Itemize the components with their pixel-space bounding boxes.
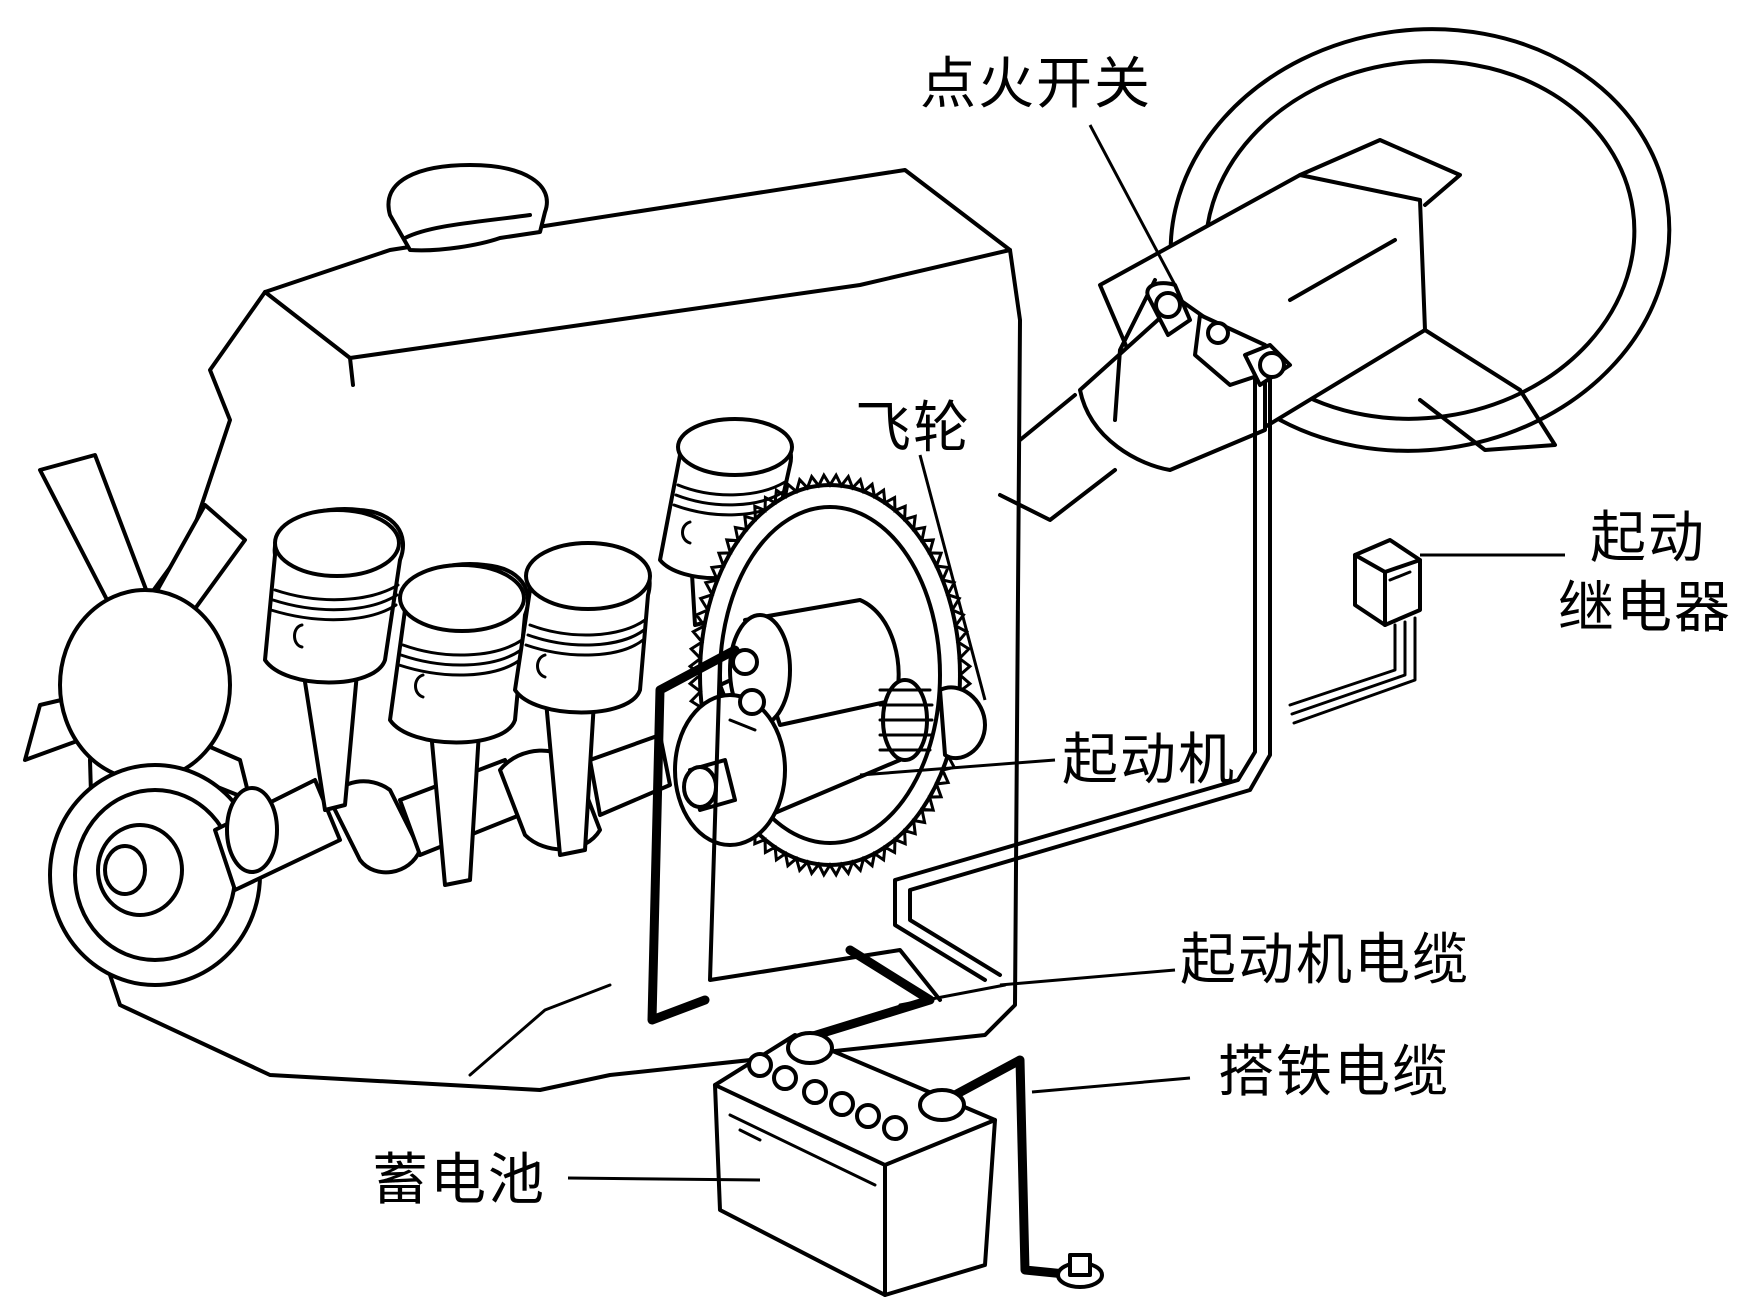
leader-starter — [859, 758, 1056, 777]
label-starter: 起动机 — [1062, 728, 1236, 793]
flywheel-ring-gear-teeth — [687, 472, 973, 878]
leader-battery — [567, 1176, 761, 1182]
starter-relay — [1353, 538, 1422, 627]
starter-motor — [673, 598, 987, 847]
leader-lines — [567, 124, 1565, 1182]
label-flywheel: 飞轮 — [855, 396, 971, 461]
crank-pulley — [48, 763, 262, 987]
piston-3 — [513, 541, 652, 857]
piston-1 — [263, 507, 406, 812]
wiring — [647, 376, 1417, 1280]
leader-ground-cable — [1031, 1076, 1191, 1094]
piston-2 — [388, 562, 531, 887]
label-starter-relay-line2: 继电器 — [1558, 576, 1732, 641]
fan — [23, 453, 252, 802]
leader-starter-cable — [999, 968, 1176, 987]
label-battery: 蓄电池 — [372, 1148, 546, 1213]
leader-ignition-switch — [1088, 124, 1177, 286]
steering-wheel — [998, 27, 1672, 522]
leader-flywheel — [918, 454, 987, 701]
label-starter-relay-line1: 起动 — [1590, 506, 1706, 571]
label-starter-cable: 起动机电缆 — [1180, 928, 1470, 993]
label-ground-cable: 搭铁电缆 — [1218, 1040, 1450, 1105]
battery — [713, 1031, 1104, 1297]
label-ignition-switch: 点火开关 — [920, 52, 1152, 117]
